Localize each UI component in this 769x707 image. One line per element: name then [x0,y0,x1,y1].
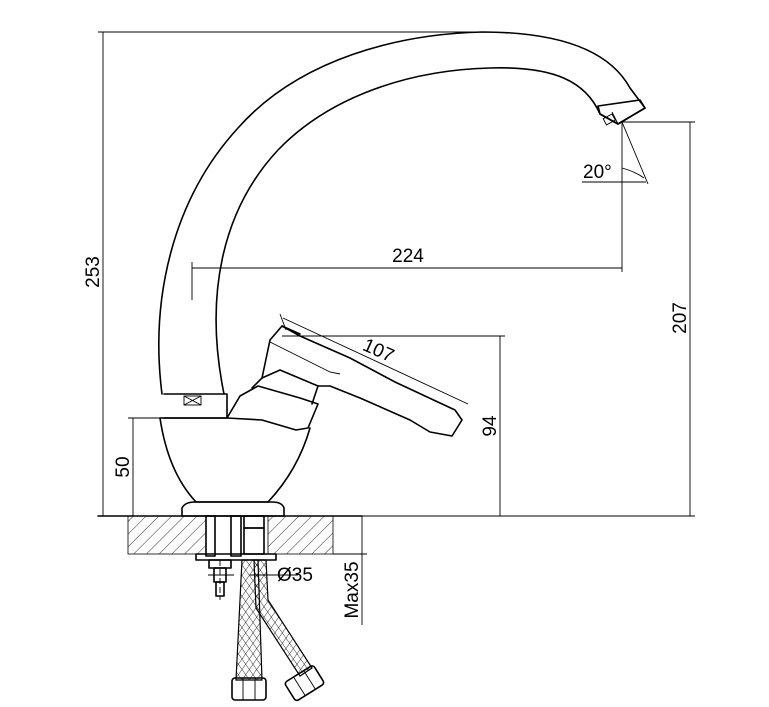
base-flange [181,501,285,517]
label-max-thickness: Max35 [342,561,363,618]
label-angle: 20° [583,162,612,183]
label-reach: 224 [392,246,424,267]
hose-left-nut [231,677,267,701]
spout-collar-mark [183,395,202,406]
cartridge-housing [226,385,319,431]
label-total-height: 253 [83,256,104,288]
label-outlet-height: 207 [670,302,691,334]
dim-angle-line [621,121,649,185]
faucet-body [159,393,311,517]
spout-outline [158,31,646,395]
mounting-stud-left [205,515,216,557]
mounting-assembly [195,515,277,600]
body-bell [159,417,311,503]
label-lever-length: 107 [359,335,397,367]
spout-collar [163,393,228,419]
label-body-height: 50 [113,456,134,477]
countertop-left-section [127,515,207,555]
mounting-nut [243,515,265,529]
countertop-right-section [267,515,334,555]
label-mount-diameter: Ø35 [277,565,313,586]
mounting-stud-mid [230,515,242,557]
aerator [597,99,646,125]
dimension-lines [98,31,695,625]
mounting-washer [195,553,277,561]
cartridge-neck [251,369,319,405]
dim-107-line [282,317,469,405]
countertop [97,515,363,555]
supply-hoses [231,559,325,702]
aerator-tip [602,113,616,126]
label-lever-height: 94 [480,415,501,437]
lever-handle [226,325,463,437]
spout [158,31,646,395]
hose-right-nut [284,665,325,702]
lever-inner-edge [269,341,341,375]
lever-body [261,325,463,437]
